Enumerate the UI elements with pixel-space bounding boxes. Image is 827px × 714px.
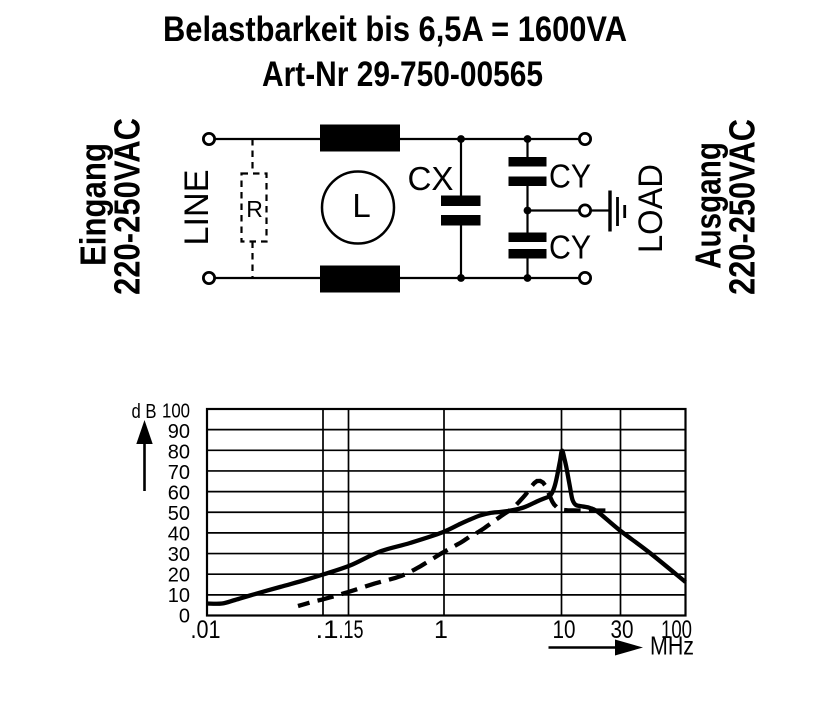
svg-text:CY: CY xyxy=(549,229,591,266)
svg-text:.15: .15 xyxy=(339,616,364,644)
svg-text:.01: .01 xyxy=(191,616,221,644)
svg-text:Art-Nr 29-750-00565: Art-Nr 29-750-00565 xyxy=(262,55,543,94)
svg-text:10: 10 xyxy=(553,616,576,644)
svg-text:R: R xyxy=(246,196,263,222)
svg-text:LINE: LINE xyxy=(178,170,216,246)
svg-text:CX: CX xyxy=(408,160,454,197)
svg-text:90: 90 xyxy=(168,421,190,443)
svg-text:Eingang: Eingang xyxy=(73,143,114,266)
svg-text:Ausgang: Ausgang xyxy=(688,142,729,269)
svg-text:80: 80 xyxy=(168,441,190,463)
svg-text:20: 20 xyxy=(168,564,190,586)
svg-text:50: 50 xyxy=(168,503,190,525)
svg-text:60: 60 xyxy=(168,482,190,504)
svg-text:MHz: MHz xyxy=(650,631,694,661)
svg-text:0: 0 xyxy=(179,605,190,627)
svg-text:L: L xyxy=(352,187,370,224)
svg-text:70: 70 xyxy=(168,462,190,484)
svg-text:LOAD: LOAD xyxy=(632,164,670,253)
svg-text:10: 10 xyxy=(168,585,190,607)
svg-text:100: 100 xyxy=(661,616,692,644)
svg-text:CY: CY xyxy=(549,158,591,195)
svg-text:1: 1 xyxy=(434,616,448,644)
svg-text:.1: .1 xyxy=(316,616,339,644)
svg-text:40: 40 xyxy=(168,523,190,545)
svg-text:d B: d B xyxy=(132,401,157,423)
svg-text:30: 30 xyxy=(611,616,634,644)
svg-text:100: 100 xyxy=(162,400,190,422)
svg-text:Belastbarkeit bis 6,5A = 1600V: Belastbarkeit bis 6,5A = 1600VA xyxy=(163,10,627,49)
svg-text:220-250VAC: 220-250VAC xyxy=(722,119,763,295)
svg-text:220-250VAC: 220-250VAC xyxy=(107,118,148,295)
svg-text:30: 30 xyxy=(168,544,190,566)
